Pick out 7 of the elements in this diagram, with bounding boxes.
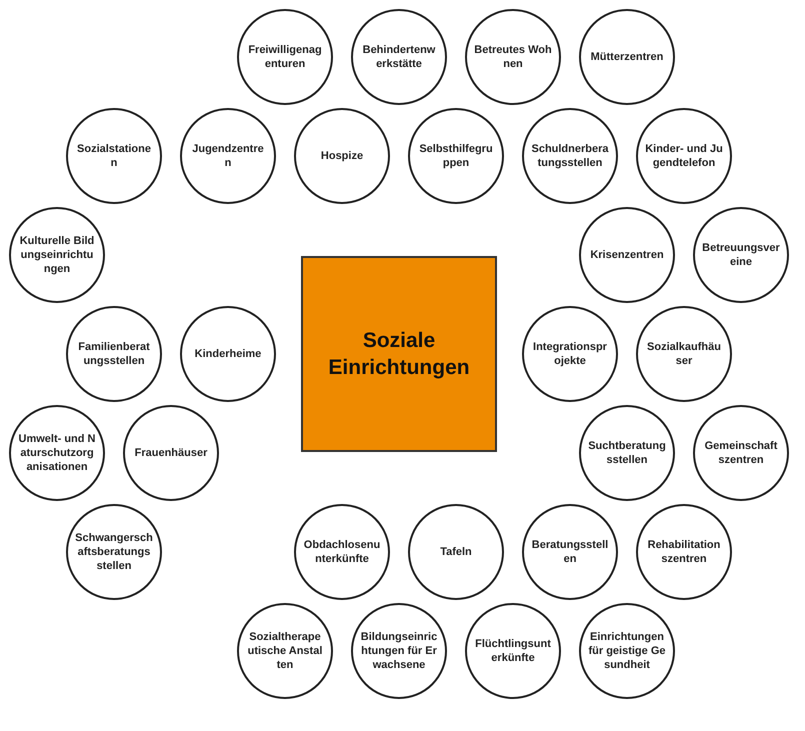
category-label: Kulturelle Bildungseinrichtungen (18, 234, 96, 276)
category-label: Kinder- und Jugendtelefon (645, 142, 723, 170)
category-label: Integrationsprojekte (531, 340, 609, 368)
center-box (301, 256, 497, 452)
category-label: Schuldnerberatungsstellen (531, 142, 609, 170)
category-label: Selbsthilfegruppen (417, 142, 495, 170)
center-title: Soziale Einrichtungen (327, 328, 471, 381)
